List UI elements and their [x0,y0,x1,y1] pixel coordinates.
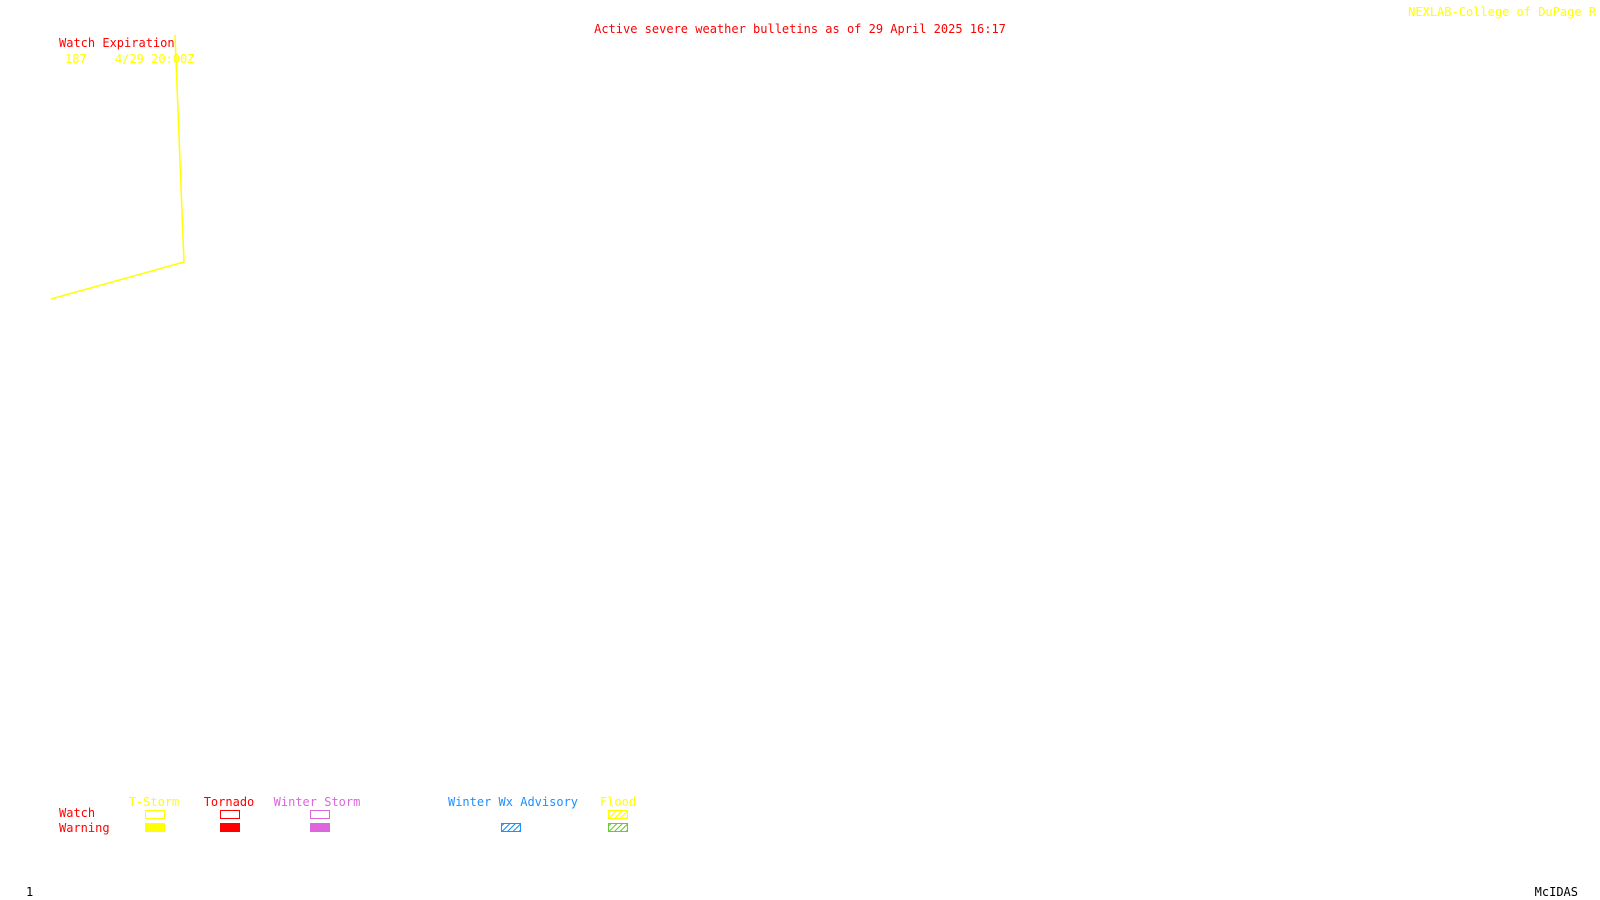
watch-expiration-row: 187 4/29 20:00Z [59,52,194,66]
legend-tornado-label: Tornado [203,795,255,809]
legend-winter-wx-advisory-warning-swatch [501,823,521,832]
software-label: McIDAS [1534,885,1578,899]
legend-tstorm-watch-swatch [145,810,165,819]
legend-flood-warning-swatch [608,823,628,832]
legend-warning-label: Warning [59,821,110,835]
source-credit: NEXLAB-College of DuPage R [1408,5,1596,19]
legend-tstorm-label: T-Storm [128,795,180,809]
bulletin-title: Active severe weather bulletins as of 29… [594,22,1006,36]
watch-number: 187 [65,52,87,66]
watch-187-boundary [50,34,185,300]
legend-tornado-warning-swatch [220,823,240,832]
legend-tornado-watch-swatch [220,810,240,819]
legend-flood-watch-swatch [608,810,628,819]
legend-winter-storm-warning-swatch [310,823,330,832]
legend-winter-storm-watch-swatch [310,810,330,819]
legend-tstorm-warning-swatch [145,823,165,832]
legend-watch-label: Watch [59,806,96,820]
frame-number: 1 [26,885,34,899]
legend-flood-label: Flood [599,795,637,809]
legend-winter-storm-label: Winter Storm [273,795,361,809]
watch-expiration-title: Watch Expiration [59,36,175,50]
watch-expiration-time: 4/29 20:00Z [115,52,195,66]
legend-winter-wx-advisory-label: Winter Wx Advisory [447,795,579,809]
